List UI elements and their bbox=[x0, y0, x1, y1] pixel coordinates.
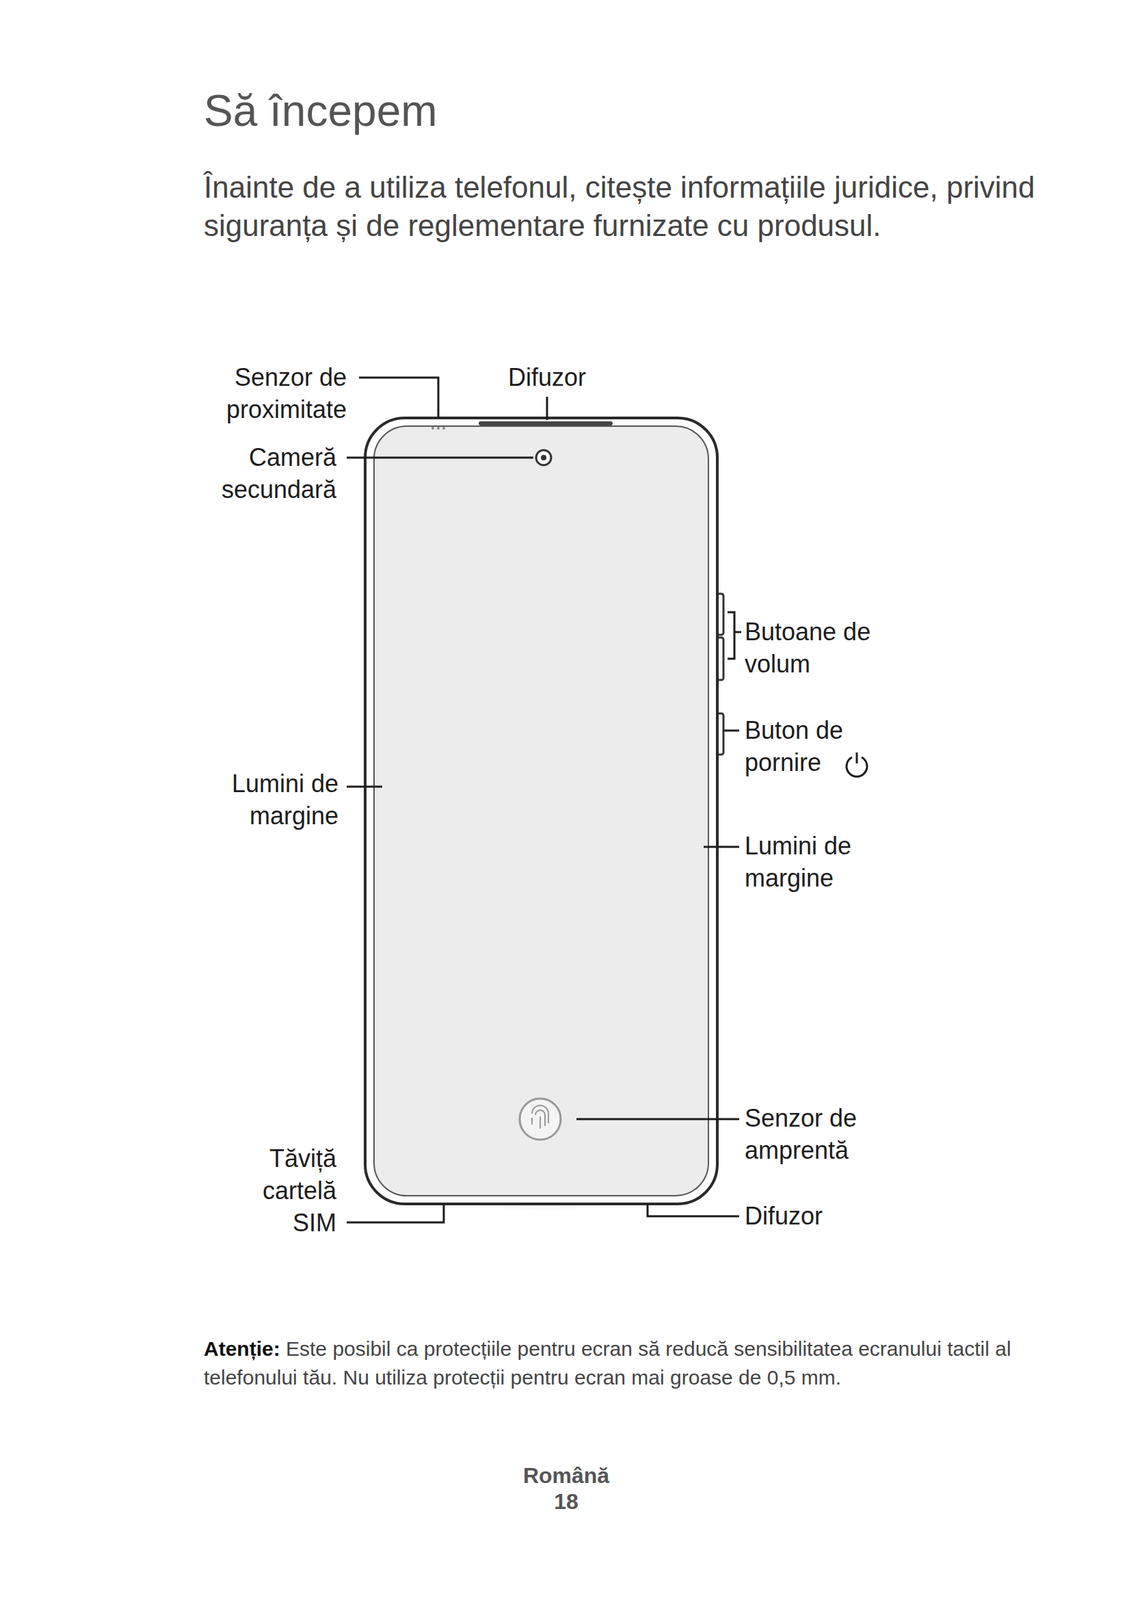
page-language: Română bbox=[463, 1461, 669, 1488]
part-label: Cameră secundară bbox=[185, 441, 337, 506]
part-label: Butoane de volum bbox=[744, 615, 902, 680]
part-label: Senzor de proximitate bbox=[182, 361, 347, 426]
page-title: Să începem bbox=[203, 85, 438, 137]
warning-note: Atenție: Este posibil ca protecțiile pen… bbox=[203, 1334, 1059, 1392]
part-label: Difuzor bbox=[478, 361, 616, 394]
part-label: Senzor de amprentă bbox=[744, 1101, 896, 1166]
part-label: Difuzor bbox=[744, 1199, 896, 1232]
note-lead: Atenție: bbox=[203, 1336, 281, 1360]
part-label: Buton de pornire bbox=[744, 713, 882, 779]
part-label: Lumini de margine bbox=[194, 767, 339, 832]
part-label: Tăviță cartelă SIM bbox=[233, 1141, 337, 1239]
power-icon bbox=[846, 752, 868, 777]
intro-text: Înainte de a utiliza telefonul, citește … bbox=[203, 168, 1080, 245]
part-label: Lumini de margine bbox=[744, 829, 889, 894]
note-body: Este posibil ca protecțiile pentru ecran… bbox=[203, 1336, 1012, 1389]
page-number: 18 bbox=[463, 1487, 669, 1514]
